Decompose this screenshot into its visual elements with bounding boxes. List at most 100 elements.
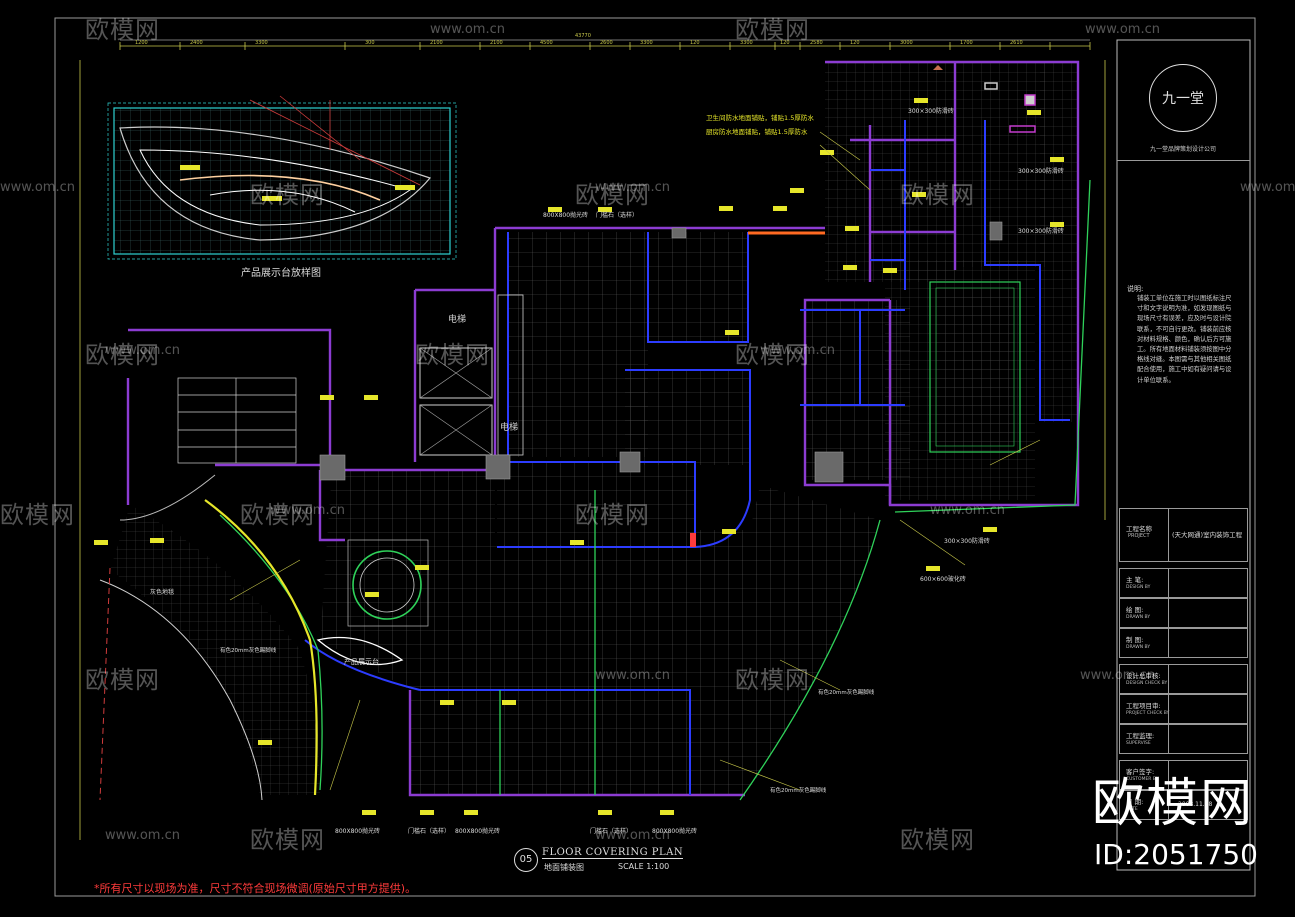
svg-text:2400: 2400 <box>190 40 203 46</box>
svg-text:2610: 2610 <box>1010 40 1023 46</box>
material-tag <box>320 395 334 400</box>
material-tag <box>365 592 379 597</box>
material-tag <box>420 810 434 815</box>
svg-text:2580: 2580 <box>810 40 823 46</box>
svg-text:120: 120 <box>850 40 860 46</box>
material-tag <box>790 188 804 193</box>
yellow-curve-wall <box>204 499 318 796</box>
watermark-big: 欧模网 <box>1092 774 1255 834</box>
material-tag <box>440 700 454 705</box>
material-tag <box>722 529 736 534</box>
material-tag <box>258 740 272 745</box>
company-seal-logo: 九一堂 <box>1149 64 1217 132</box>
material-tag <box>150 538 164 543</box>
material-tag <box>845 226 859 231</box>
columns <box>319 221 1003 483</box>
elevator-label-b: 电梯 <box>500 421 518 433</box>
title-block-row: 绘 图:DRAWN BY <box>1119 598 1248 628</box>
svg-text:1200: 1200 <box>135 40 148 46</box>
seal-text: 九一堂 <box>1162 91 1204 107</box>
material-tag <box>914 98 928 103</box>
material-tag <box>415 565 429 570</box>
svg-text:2100: 2100 <box>490 40 503 46</box>
svg-text:3300: 3300 <box>255 40 268 46</box>
main-floor-plan <box>110 62 1078 795</box>
svg-text:3000: 3000 <box>900 40 913 46</box>
plan-scale: SCALE 1:100 <box>618 862 670 871</box>
red-marker <box>690 533 696 547</box>
title-block-row-label: 日 期: <box>1126 798 1144 806</box>
material-tag <box>660 810 674 815</box>
title-block-row: 工程项目审:PROJECT CHECK BY <box>1119 694 1248 724</box>
material-tag <box>364 395 378 400</box>
title-block-row: 制 图:DRAWN BY <box>1119 628 1248 658</box>
inset-caption: 产品展示台放样图 <box>241 266 321 279</box>
title-block-row-sublabel: DESIGN BY <box>1126 585 1151 590</box>
title-block-row-label: 主 笔: <box>1126 576 1144 584</box>
plan-title-cn: 地面铺装图 <box>544 863 584 872</box>
project-value: (天大网通)室内装饰工程 <box>1172 531 1243 539</box>
svg-text:3300: 3300 <box>640 40 653 46</box>
material-tag <box>502 700 516 705</box>
title-block-row-label: 绘 图: <box>1126 606 1144 614</box>
svg-text:43770: 43770 <box>575 33 591 39</box>
inset-product-stand-detail <box>107 95 457 260</box>
material-tag <box>362 810 376 815</box>
material-tag <box>719 206 733 211</box>
project-label: 工程名称 <box>1126 525 1152 533</box>
product-stand-label: 产品展示台 <box>344 657 379 666</box>
company-name: 九一堂品牌策划设计公司 <box>1149 146 1216 153</box>
dimension-ticks <box>119 42 1091 50</box>
svg-text:300: 300 <box>365 40 375 46</box>
title-block-row-sublabel: SUPERVISE <box>1126 741 1151 746</box>
title-block-row-label: 工程监理: <box>1126 732 1155 740</box>
red-boundary <box>99 567 111 801</box>
watermark-id: ID:2051750 <box>1094 838 1258 871</box>
project-label-en: PROJECT <box>1128 533 1150 539</box>
material-tag <box>570 540 584 545</box>
project-row: 工程名称 PROJECT (天大网通)室内装饰工程 <box>1119 508 1248 562</box>
top-dimension-chain <box>120 39 1090 47</box>
toilet-fixtures <box>984 82 1036 133</box>
title-block-row-label: 客户签字: <box>1126 768 1155 776</box>
material-tag <box>1050 157 1064 162</box>
title-block-row: 主 笔:DESIGN BY <box>1119 568 1248 598</box>
title-block-row: 设计总审核:DESIGN CHECK BY <box>1119 664 1248 694</box>
title-block-row-sublabel: CUSTOMER BY <box>1126 777 1159 782</box>
product-stand-outline <box>316 636 404 666</box>
plan-title-en: FLOOR COVERING PLAN <box>542 847 684 859</box>
svg-text:1700: 1700 <box>960 40 973 46</box>
material-tag <box>983 527 997 532</box>
svg-text:2600: 2600 <box>600 40 613 46</box>
title-block-row-label: 设计总审核: <box>1126 672 1161 680</box>
svg-text:3300: 3300 <box>740 40 753 46</box>
sheet-border <box>54 17 1256 897</box>
material-tags <box>94 98 1064 815</box>
plan-number-circle: 05 <box>514 848 538 872</box>
stair <box>177 377 297 464</box>
notes-heading: 说明: <box>1127 285 1144 293</box>
material-tag <box>464 810 478 815</box>
material-tag <box>598 810 612 815</box>
svg-text:120: 120 <box>690 40 700 46</box>
round-reception <box>347 539 429 627</box>
outer-curve <box>99 579 263 801</box>
material-tag <box>94 540 108 545</box>
title-block-row-sublabel: DESIGN CHECK BY <box>1126 681 1168 686</box>
title-block-row: 客户签字:CUSTOMER BY <box>1119 760 1248 790</box>
material-tag <box>926 566 940 571</box>
title-block-row-label: 工程项目审: <box>1126 702 1161 710</box>
material-tag <box>883 268 897 273</box>
svg-text:2100: 2100 <box>430 40 443 46</box>
material-tag <box>773 206 787 211</box>
material-tag <box>548 207 562 212</box>
leader-lines <box>229 131 1041 791</box>
date-value: 2008.11.28 <box>1178 801 1213 808</box>
material-tag <box>598 207 612 212</box>
material-tag <box>725 330 739 335</box>
title-block-row-label: 制 图: <box>1126 636 1144 644</box>
